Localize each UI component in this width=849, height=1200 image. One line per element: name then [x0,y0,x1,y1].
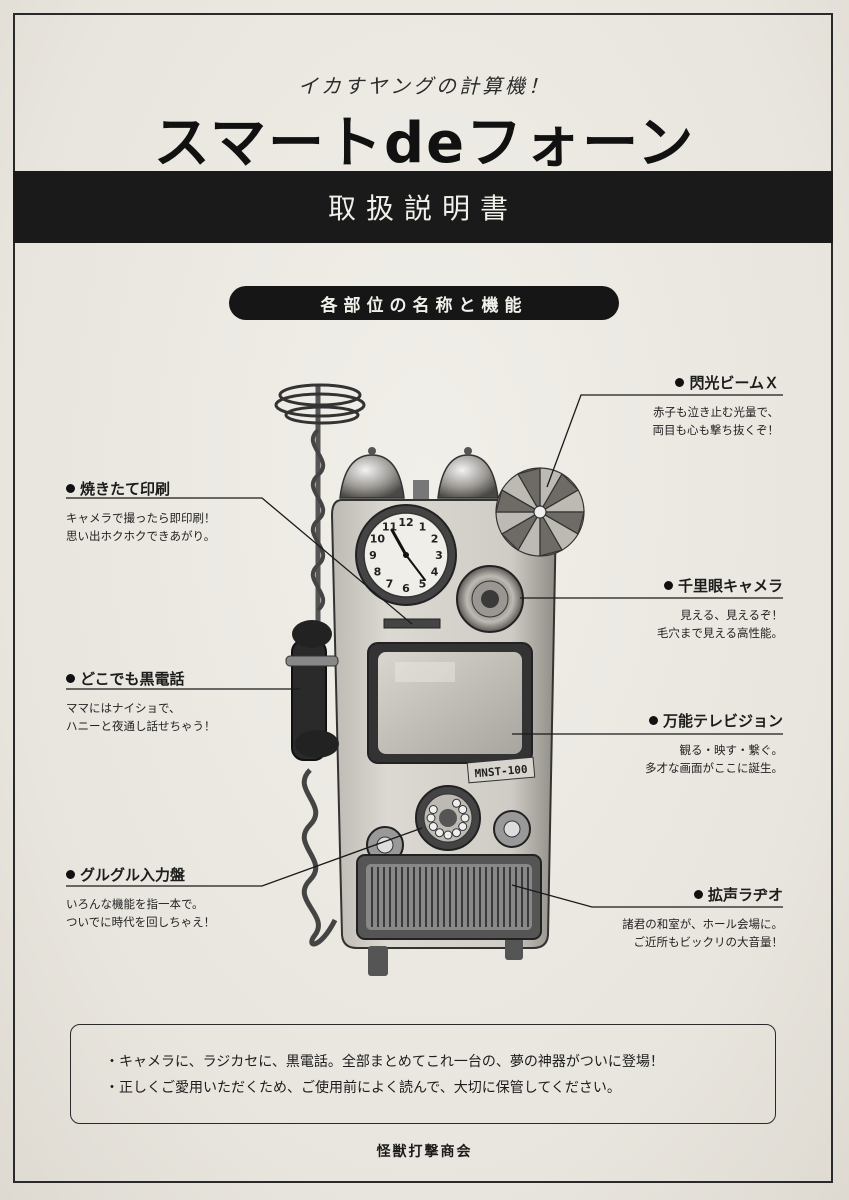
section-pill: 各部位の名称と機能 [229,286,619,320]
clock-numeral: 6 [402,582,410,595]
dial-hole [428,805,438,814]
callout-radio: 拡声ラヂオ 諸君の和室が、ホール会場に。ご近所もビックリの大音量！ [622,884,783,951]
page-border [13,13,833,1183]
clock-numeral: 12 [398,516,413,529]
clock-numeral: 3 [435,549,443,562]
clock-numeral: 10 [370,533,386,546]
leg-left [368,946,388,976]
clock-hour-hand [390,528,408,557]
notice-box: ・キャメラに、ラジカセに、黒電話。全部まとめてこれ一台の、夢の神器がついに登場！… [70,1024,776,1124]
callout-camera-desc2: 毛穴まで見える高性能。 [656,626,783,640]
leader-radio [511,884,783,908]
dial-hole [428,822,438,831]
callout-camera: 千里眼キャメラ 見える、見えるぞ！ 毛穴まで見える高性能。 [657,575,783,642]
clock-numeral: 4 [431,566,439,579]
header-title: スマートdeフォーン [153,111,696,176]
callout-tv-name: 万能テレビジョン [662,712,783,730]
leader-lines [66,394,783,908]
clock-numeral: 1 [419,520,427,533]
callout-print-name: 焼きたて印刷 [80,480,171,498]
fan-rib [501,511,541,535]
bell-left [339,447,405,499]
callout-dial-desc1: いろんな機能を指一本で。 [66,897,204,911]
bell-hammer [413,480,429,500]
spiral-wire [310,428,326,612]
leader-dial [66,827,423,887]
fan-rib [539,489,579,513]
callout-print-desc1: キャメラで撮ったら即印刷！ [66,511,216,525]
dial-hole [452,798,461,808]
clock-numeral: 5 [419,578,427,591]
callout-tv-desc2: 多才な画面がここに誕生。 [645,761,783,775]
callout-radio-name: 拡声ラヂオ [707,886,783,904]
clock-numeral: 9 [369,549,377,562]
callout-radio-desc2: ご近所もビックリの大音量！ [633,935,784,949]
dial-hole [426,813,436,823]
leader-print [66,497,413,625]
callout-dial-desc2: ついでに時代を回しちゃえ！ [66,915,216,929]
callout-camera-name: 千里眼キャメラ [677,577,783,595]
notice-line-2: ・正しくご愛用いただくため、ご使用前によく読んで、大切に保管してください。 [105,1080,621,1096]
tv-screen [367,642,533,764]
callout-beam-desc2: 両目も心も撃ち抜くぞ！ [652,423,780,437]
callout-beam-desc1: 赤子も泣き止む光量で、 [652,405,779,419]
fan-rib [539,511,579,535]
knob-right [493,810,531,848]
callout-tv: 万能テレビジョン 観る・映す・繋ぐ。多才な画面がここに誕生。 [645,710,783,777]
notice-line-1: ・キャメラに、ラジカセに、黒電話。全部まとめてこれ一台の、夢の神器がついに登場！ [105,1054,664,1070]
model-plate-text: MNST-100 [474,763,528,781]
callout-phone-name: どこでも黒電話 [80,670,185,688]
model-plate: MNST-100 [466,756,536,784]
dial-hole [443,830,453,840]
speaker-grille [356,854,542,940]
callout-phone-desc1: ママにはナイショで、 [66,701,181,715]
callout-print-desc2: 思い出ホクホクできあがり。 [66,529,216,543]
section-label: 各部位の名称と機能 [320,295,528,316]
dial-hole [435,828,444,838]
band-label: 取扱説明書 [327,192,518,225]
clock-numeral: 7 [386,578,394,591]
clock-numeral: 2 [431,533,439,546]
dial-hole [458,822,468,831]
phone-cord [301,768,338,947]
callout-radio-desc1: 諸君の和室が、ホール会場に。 [622,917,783,931]
rotary-dial [415,785,481,851]
callout-beam: 閃光ビームＸ 赤子も泣き止む光量で、両目も心も撃ち抜くぞ！ [653,372,780,439]
callout-phone: どこでも黒電話 ママにはナイショで、ハニーと夜通し話せちゃう！ [66,668,216,735]
clock-minute-hand [405,554,426,581]
callout-tv-desc1: 観る・映す・繋ぐ。 [679,743,784,757]
callout-print: 焼きたて印刷 キャメラで撮ったら即印刷！ 思い出ホクホクできあがり。 [66,478,216,545]
clock-numeral: 11 [382,520,397,533]
dial-hole [460,813,470,823]
callout-beam-name: 閃光ビームＸ [689,374,779,392]
publisher-name: 怪獣打撃商会 [376,1144,473,1160]
antenna-coil [274,383,366,425]
clock-numeral: 8 [374,566,382,579]
dial-hole [458,805,468,814]
callout-phone-desc2: ハニーと夜通し話せちゃう！ [66,719,216,733]
callout-dial: グルグル入力盤 いろんな機能を指一本で。ついでに時代を回しちゃえ！ [66,864,215,931]
callout-camera-desc1: 見える、見えるぞ！ [680,608,783,622]
leg-right [505,938,523,960]
header-subtitle: イカすヤングの計算機！ [298,74,551,98]
callout-dial-name: グルグル入力盤 [80,866,186,884]
fan-rib [501,489,541,513]
bell-right [437,447,499,499]
dial-hole [452,828,461,838]
camera-lens [456,565,524,633]
leader-beam [546,394,783,488]
phone-handset [285,620,339,761]
flash-fan [495,467,585,557]
title-band: 取扱説明書 [13,171,833,243]
